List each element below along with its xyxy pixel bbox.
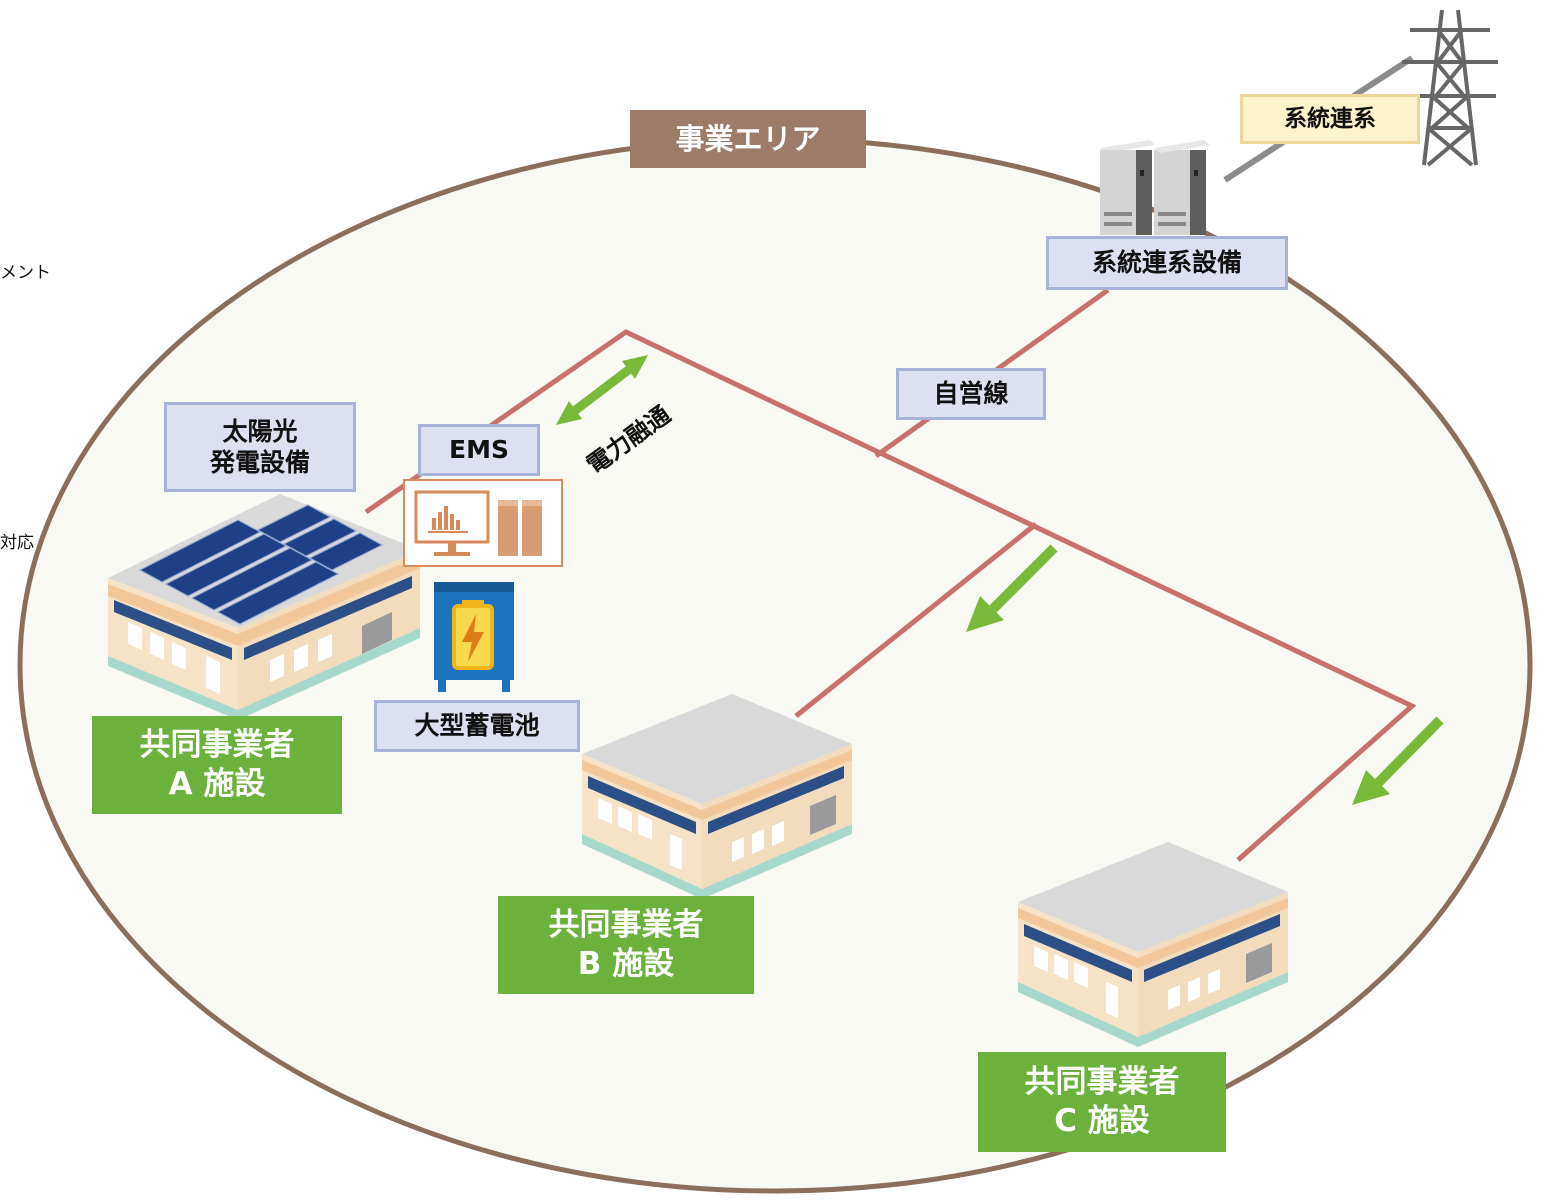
solar-label-line2: 発電設備 — [209, 448, 310, 477]
ems-icon — [403, 479, 563, 567]
solar-label-line1: 太陽光 — [222, 416, 298, 446]
side-text-2: 対応 — [0, 533, 34, 553]
ems-label: EMS — [418, 424, 540, 476]
solar-equipment-label: 太陽光 発電設備 — [164, 402, 356, 492]
battery-icon — [434, 582, 514, 692]
facility-b-line2: B 施設 — [577, 946, 675, 982]
flow-arrow-b — [966, 544, 1058, 632]
private-line-label: 自営線 — [896, 368, 1046, 420]
flow-arrow-c — [1352, 716, 1444, 805]
facility-b-label: 共同事業者 B 施設 — [498, 896, 754, 994]
grid-connection-label: 系統連系 — [1240, 94, 1420, 144]
battery-label: 大型蓄電池 — [374, 700, 580, 752]
grid-equipment-label: 系統連系設備 — [1046, 236, 1288, 290]
facility-c-line2: C 施設 — [1054, 1103, 1150, 1139]
facility-b-line1: 共同事業者 — [548, 907, 704, 944]
facility-a-building-icon — [108, 494, 420, 720]
side-text-1: メント — [0, 263, 51, 283]
business-area-label: 事業エリア — [630, 110, 866, 168]
facility-a-line2: A 施設 — [168, 766, 266, 802]
grid-equipment-icon — [1100, 140, 1210, 235]
facility-c-line1: 共同事業者 — [1024, 1064, 1180, 1101]
power-sharing-arrow — [556, 355, 648, 425]
facility-c-label: 共同事業者 C 施設 — [978, 1052, 1226, 1152]
facility-a-line1: 共同事業者 — [139, 727, 295, 764]
facility-a-label: 共同事業者 A 施設 — [92, 716, 342, 814]
power-flow-arrows — [556, 355, 1444, 805]
